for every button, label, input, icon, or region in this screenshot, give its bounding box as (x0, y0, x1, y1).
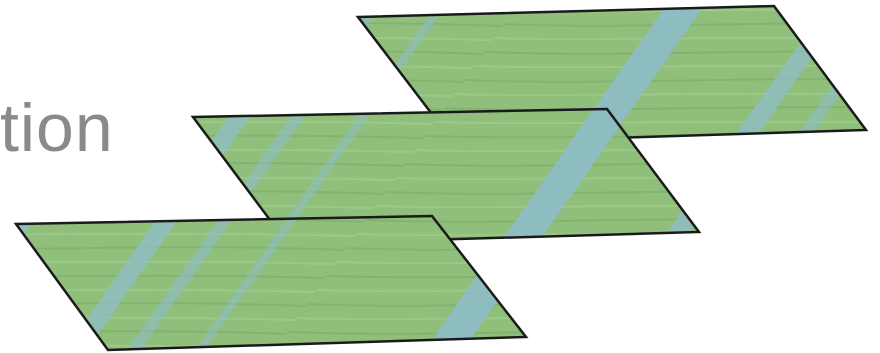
stacked-map-layers-diagram (0, 0, 880, 353)
